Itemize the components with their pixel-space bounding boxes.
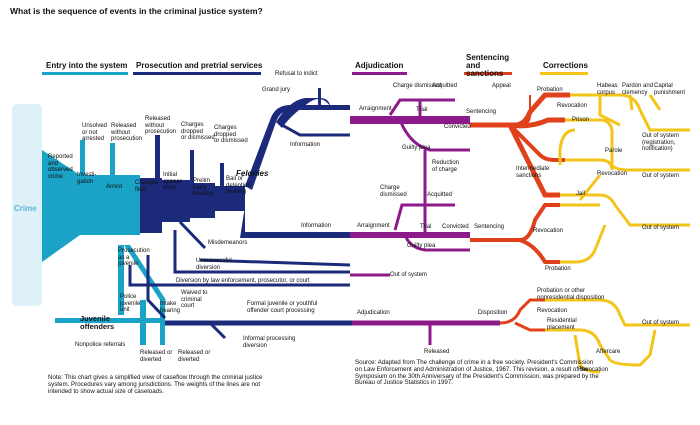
crime-shape — [12, 104, 42, 306]
label-intake: Intake hearing — [160, 301, 181, 314]
label-acquitted-2: Acquitted — [427, 192, 453, 198]
label-out-of-system-registration: Out of system (registration, notificatio… — [642, 133, 680, 153]
label-acquitted-1: Acquitted — [432, 83, 458, 89]
section-underlines — [42, 72, 588, 75]
label-formal-juvenile: Formal juvenile or youthful offender cou… — [247, 301, 318, 314]
label-felonies: Felonies — [236, 169, 269, 178]
label-waived: Waived to criminal court — [181, 290, 208, 310]
label-guilty-plea-1: Guilty plea — [402, 145, 431, 151]
label-juvenile-offenders: Juvenile offenders — [80, 314, 115, 331]
label-probation-bottom: Probation — [545, 266, 571, 272]
label-released-no-pros: Released without prosecution — [111, 123, 143, 143]
label-out-of-system-2: Out of system — [642, 173, 680, 179]
crime-label: Crime — [14, 204, 37, 213]
label-prelim-hearing: Prelim inary hearing — [193, 178, 214, 198]
label-sentencing-2: Sentencing — [474, 224, 505, 230]
label-released-juvenile: Released — [424, 349, 450, 355]
label-revocation-juvenile-2: Revocation — [578, 367, 609, 373]
label-revocation-2: Revocation — [597, 171, 628, 177]
label-appeal: Appeal — [492, 83, 511, 89]
label-prison: Prison — [572, 117, 590, 123]
header-sentencing: Sentencing and sanctions — [466, 53, 510, 78]
label-disposition: Disposition — [478, 310, 508, 316]
header-prosecution: Prosecution and pretrial services — [136, 61, 263, 70]
label-released-no-pros-2: Released without prosecution — [145, 116, 177, 136]
label-released-diverted-1: Released or diverted — [140, 350, 173, 363]
label-revocation-1: Revocation — [557, 103, 588, 109]
label-trial-2: Trial — [420, 224, 432, 230]
label-capital: Capital punishment — [654, 83, 686, 96]
label-charges-filed: Charges filed — [135, 180, 158, 193]
label-out-of-system-mid: Out of system — [390, 272, 428, 278]
label-adjudication-juvenile: Adjudication — [357, 310, 390, 316]
entry-flows — [55, 140, 165, 345]
label-probation-top: Probation — [537, 87, 563, 93]
label-trial-1: Trial — [416, 107, 428, 113]
label-arraignment-2: Arraignment — [357, 223, 390, 229]
label-charge-dismissed-1: Charge dismissed — [393, 83, 442, 89]
label-charges-dropped-2: Charges dropped or dismissed — [214, 125, 248, 145]
label-arraignment-1: Arraignment — [359, 106, 392, 112]
chart-title: What is the sequence of events in the cr… — [10, 6, 263, 16]
corrections-flows — [545, 93, 690, 374]
source-text: Source: Adapted from The challenge of cr… — [355, 359, 599, 387]
label-charges-dropped-1: Charges dropped or dismissed — [181, 122, 215, 142]
label-sentencing-1: Sentencing — [466, 109, 497, 115]
prosecution-flows — [140, 135, 245, 233]
label-intermediate-sanctions: Intermediate sanctions — [516, 166, 550, 179]
label-revocation-juvenile: Revocation — [537, 308, 568, 314]
label-guilty-plea-2: Guilty plea — [407, 243, 436, 249]
note-text: Note: This chart gives a simplified view… — [48, 374, 263, 395]
label-aftercare: Aftercare — [596, 349, 621, 355]
label-convicted-1: Convicted — [444, 124, 471, 130]
label-unsuccessful: Unsuccessful diversion — [196, 258, 232, 271]
label-released-diverted-2: Released or diverted — [178, 350, 211, 363]
label-police-juvenile: Police juvenile unit — [120, 294, 141, 314]
label-probation-juvenile: Probation or other nonresidential dispos… — [537, 288, 605, 301]
label-jail: Jail — [576, 191, 586, 197]
label-arrest: Arrest — [106, 184, 123, 190]
adjudication-flows — [350, 98, 500, 345]
label-pardon: Pardon and clemency — [622, 83, 654, 96]
label-reduction: Reduction of charge — [432, 160, 460, 173]
label-grand-jury: Grand jury — [262, 87, 291, 93]
label-habeas: Habeas corpus — [597, 83, 618, 96]
label-out-of-system-3: Out of system — [642, 225, 680, 231]
label-diversion: Diversion by law enforcement, prosecutor… — [176, 278, 310, 284]
header-corrections: Corrections — [543, 61, 588, 70]
header-entry: Entry into the system — [46, 61, 128, 70]
label-investigation: Investi- gation — [77, 172, 97, 185]
label-bail: Bail or detention hearing — [226, 176, 251, 196]
label-information-2: Information — [301, 223, 332, 229]
label-misdemeanors: Misdemeanors — [208, 240, 248, 246]
label-information-1: Information — [290, 142, 321, 148]
label-nonpolice: Nonpolice referrals — [75, 342, 126, 348]
sentencing-flows — [470, 92, 570, 332]
label-parole: Parole — [605, 148, 623, 154]
label-informal: Informal processing diversion — [243, 336, 296, 349]
label-residential: Residential placement — [547, 318, 577, 331]
label-reported: Reported and observed crime — [48, 154, 73, 180]
label-refusal: Refusal to indict — [275, 71, 318, 77]
label-revocation-3: Revocation — [533, 228, 564, 234]
label-charge-dismissed-2: Charge dismissed — [380, 185, 407, 198]
label-unsolved: Unsolved or not arrested — [82, 123, 108, 143]
label-prosecution-juvenile: Prosecution as a juvenile — [118, 248, 150, 268]
header-adjudication: Adjudication — [355, 61, 404, 70]
label-convicted-2: Convicted — [442, 224, 469, 230]
label-initial-appearance: Initial appear ance — [163, 172, 182, 192]
label-out-of-system-4: Out of system — [642, 320, 680, 326]
